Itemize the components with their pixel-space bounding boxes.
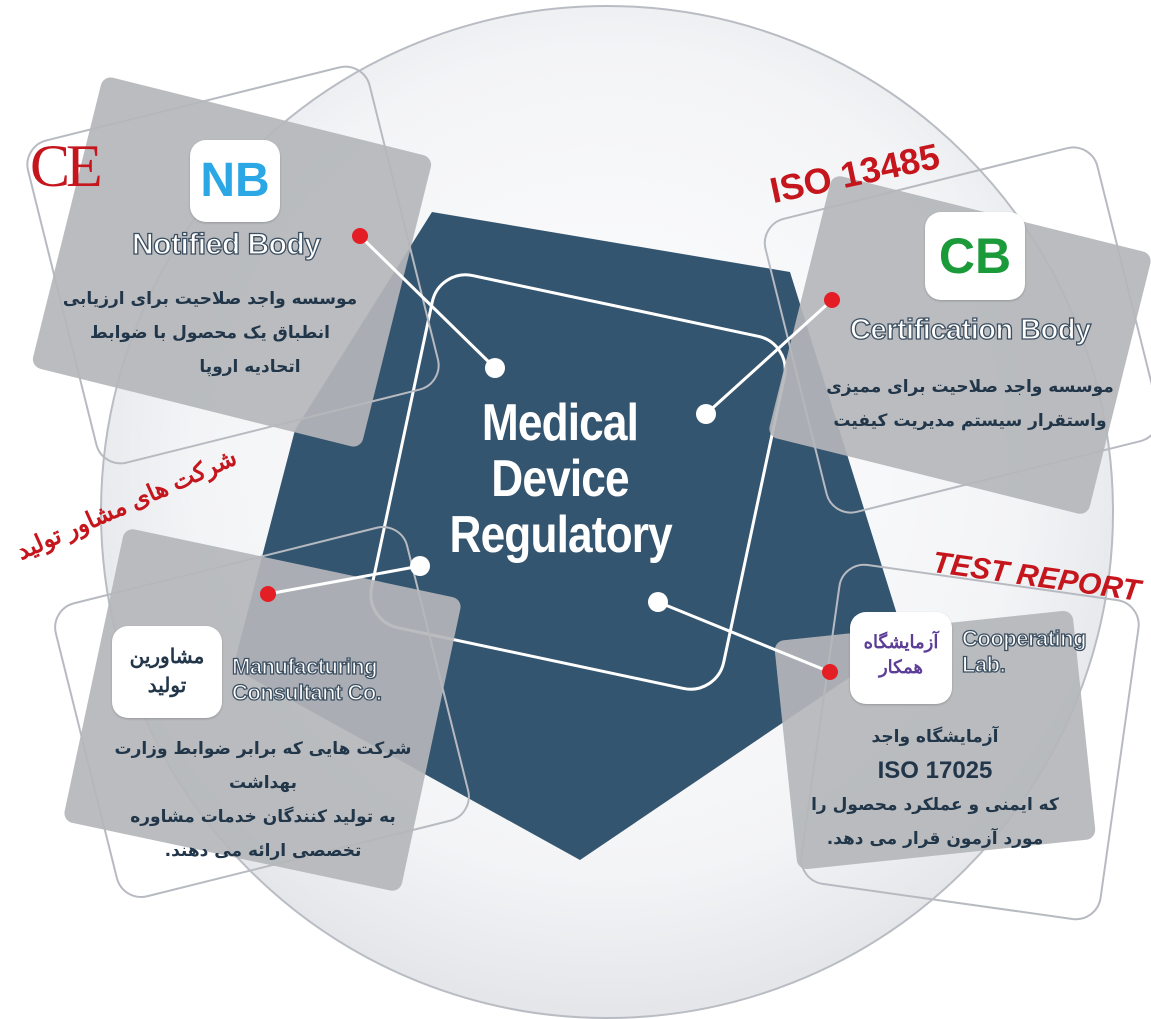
cb-title: Certification Body [849,313,1092,346]
mc-desc-line-3: تخصصی ارائه می دهند. [164,841,362,861]
mc-desc-line-2: به تولید کنندگان خدمات مشاوره [130,807,396,827]
lab-title-line-2: Lab. [961,651,1006,677]
cb-icon-text: CB [938,228,1012,284]
lab-icon-line-1: آزمایشگاه [863,632,939,652]
cb-icon-box: CB [925,212,1025,300]
mc-connector [267,564,421,596]
nb-icon-box: NB [190,140,280,222]
ce-mark: CE [30,133,103,199]
mc-icon-line-2: تولید [147,675,187,697]
mc-title-line-1: Manufacturing [231,653,378,679]
lab-icon-line-2: همکار [878,657,923,677]
mc-title-line-2: Consultant Co. [231,679,382,705]
cb-desc-line-2: واستقرار سیستم مدیریت کیفیت [833,411,1107,431]
cb-description: موسسه واجد صلاحیت برای ممیزی واستقرار سی… [825,370,1115,438]
nb-desc-line-2: انطباق یک محصول با ضوابط [90,323,330,343]
mc-title: Manufacturing Consultant Co. [231,653,382,706]
nb-red-node [352,228,368,244]
nb-icon-text: NB [200,154,270,207]
lab-title-line-1: Cooperating [961,625,1087,651]
nb-connector [358,234,497,370]
center-rounded-frame [369,273,787,691]
lab-frame-node [648,592,668,612]
nb-frame-node [485,358,505,378]
nb-desc-line-1: موسسه واجد صلاحیت برای ارزیابی [62,289,358,309]
cb-desc-line-1: موسسه واجد صلاحیت برای ممیزی [826,377,1114,397]
nb-description: موسسه واجد صلاحیت برای ارزیابی انطباق یک… [60,282,360,384]
cb-frame-node [696,404,716,424]
cb-connector [704,298,834,416]
center-line-1: Medical [481,394,639,452]
cb-red-node [824,292,840,308]
lab-red-node [822,664,838,680]
lab-desc-line-4: مورد آزمون قرار می دهد. [826,829,1044,849]
mc-red-node [260,586,276,602]
lab-title: Cooperating Lab. [961,625,1087,678]
lab-connector [657,600,831,674]
center-line-2: Device [491,450,629,508]
mc-description: شرکت هایی که برابر ضوابط وزارت بهداشت به… [88,732,438,868]
lab-icon-box: آزمایشگاه همکار [850,612,952,704]
mc-icon-line-1: مشاورین [129,646,205,668]
lab-desc-line-3: که ایمنی و عملکرد محصول را [811,795,1059,815]
nb-title: Notified Body [131,227,321,261]
mc-icon-box: مشاورین تولید [112,626,222,718]
center-title: Medical Device Regulatory [449,394,673,564]
mc-frame-node [410,556,430,576]
nb-desc-line-3: اتحادیه اروپا [199,357,301,377]
lab-desc-line-1: آزمایشگاه واجد [871,727,999,747]
lab-desc-iso: ISO 17025 [877,757,993,784]
mc-desc-line-1: شرکت هایی که برابر ضوابط وزارت بهداشت [114,739,412,793]
center-line-3: Regulatory [449,506,673,564]
lab-description: آزمایشگاه واجد ISO 17025 که ایمنی و عملک… [800,720,1070,856]
